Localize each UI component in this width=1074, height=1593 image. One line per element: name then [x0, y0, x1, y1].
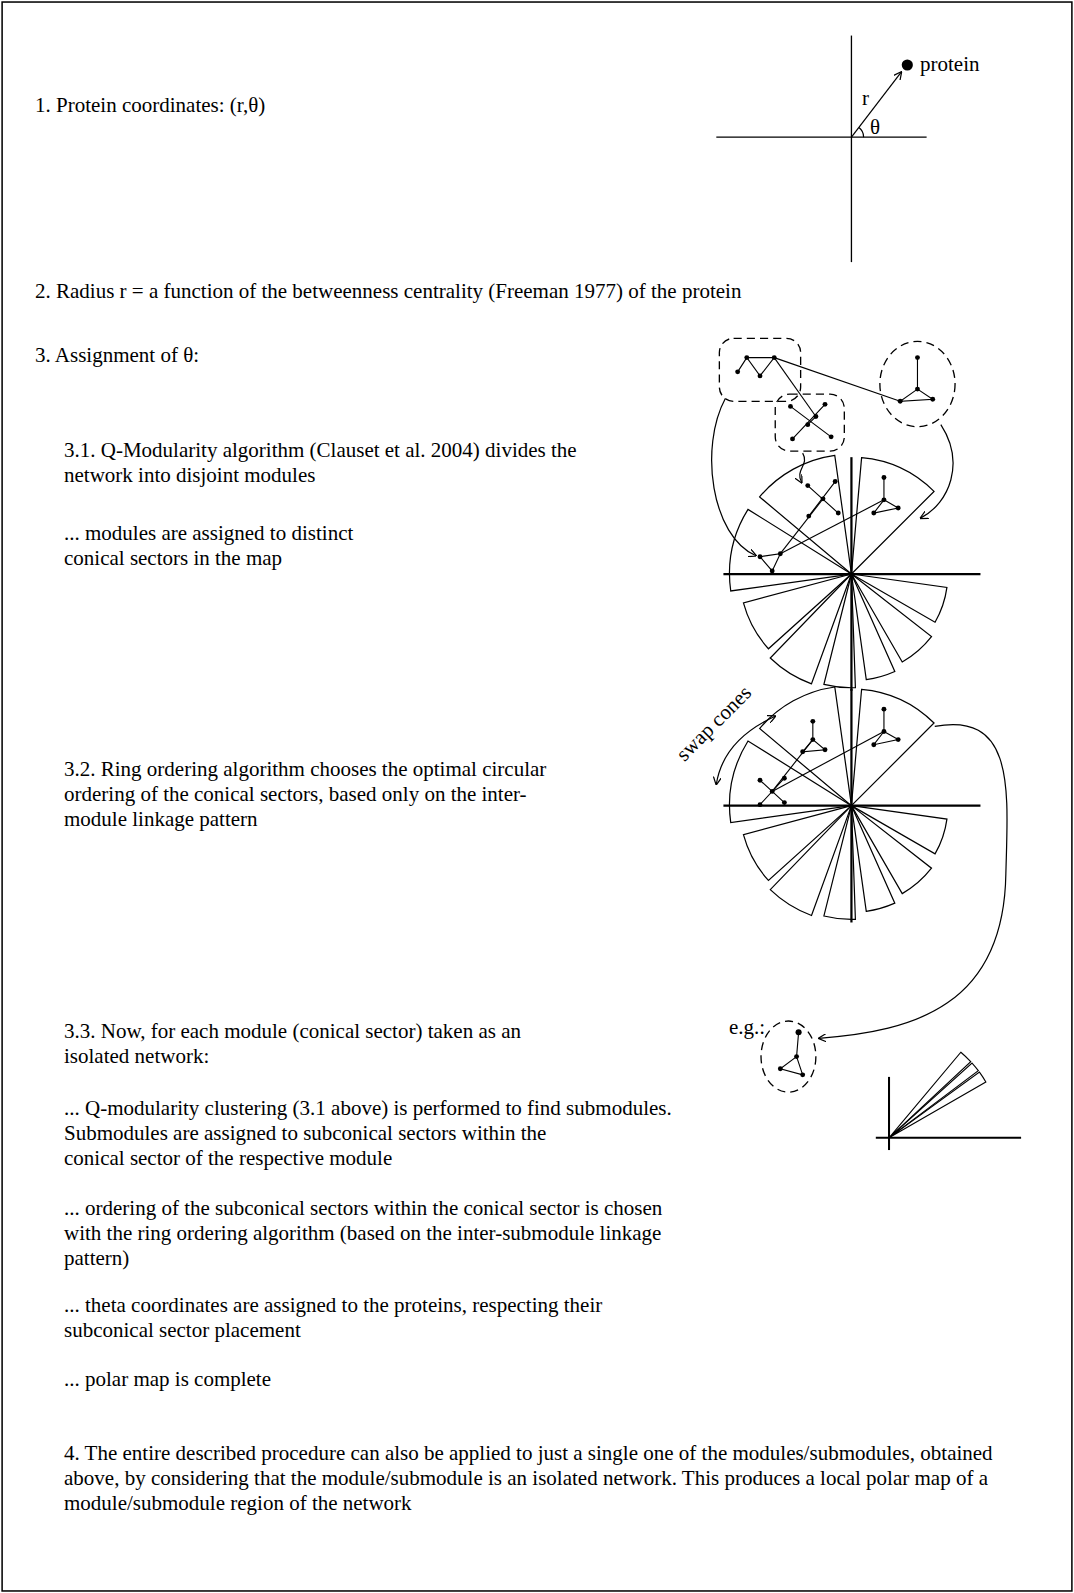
- subconical-fan: [876, 1052, 1021, 1150]
- polar-wheel: [716, 687, 1007, 1038]
- step-text: 4. The entire described procedure can al…: [64, 1441, 1032, 1516]
- step-text: 3.1. Q-Modularity algorithm (Clauset et …: [64, 438, 584, 488]
- step-text: 3.2. Ring ordering algorithm chooses the…: [64, 757, 551, 832]
- polar-wheel: [723, 455, 980, 690]
- step-text: ... polar map is complete: [64, 1367, 271, 1392]
- step-text: ... ordering of the subconical sectors w…: [64, 1196, 678, 1271]
- module-example: [761, 1021, 816, 1092]
- network-clusters: [712, 338, 955, 555]
- step-text: ... theta coordinates are assigned to th…: [64, 1293, 664, 1343]
- step-text: 3.3. Now, for each module (conical secto…: [64, 1019, 582, 1069]
- step-text: ... modules are assigned to distinct con…: [64, 521, 394, 571]
- example-label: e.g.:: [729, 1015, 765, 1040]
- swap-label: swap cones: [670, 679, 758, 767]
- step-text: ... Q-modularity clustering (3.1 above) …: [64, 1096, 672, 1121]
- step-text: Submodules are assigned to subconical se…: [64, 1121, 559, 1171]
- step-text: 1. Protein coordinates: (r,θ): [35, 93, 265, 118]
- angle-label: θ: [870, 115, 880, 140]
- step-text: 2. Radius r = a function of the betweenn…: [35, 279, 741, 304]
- axis-label: r: [862, 86, 869, 111]
- coordinate-sketch: [716, 36, 926, 263]
- step-text: 3. Assignment of θ:: [35, 343, 199, 368]
- point-label: protein: [920, 52, 979, 77]
